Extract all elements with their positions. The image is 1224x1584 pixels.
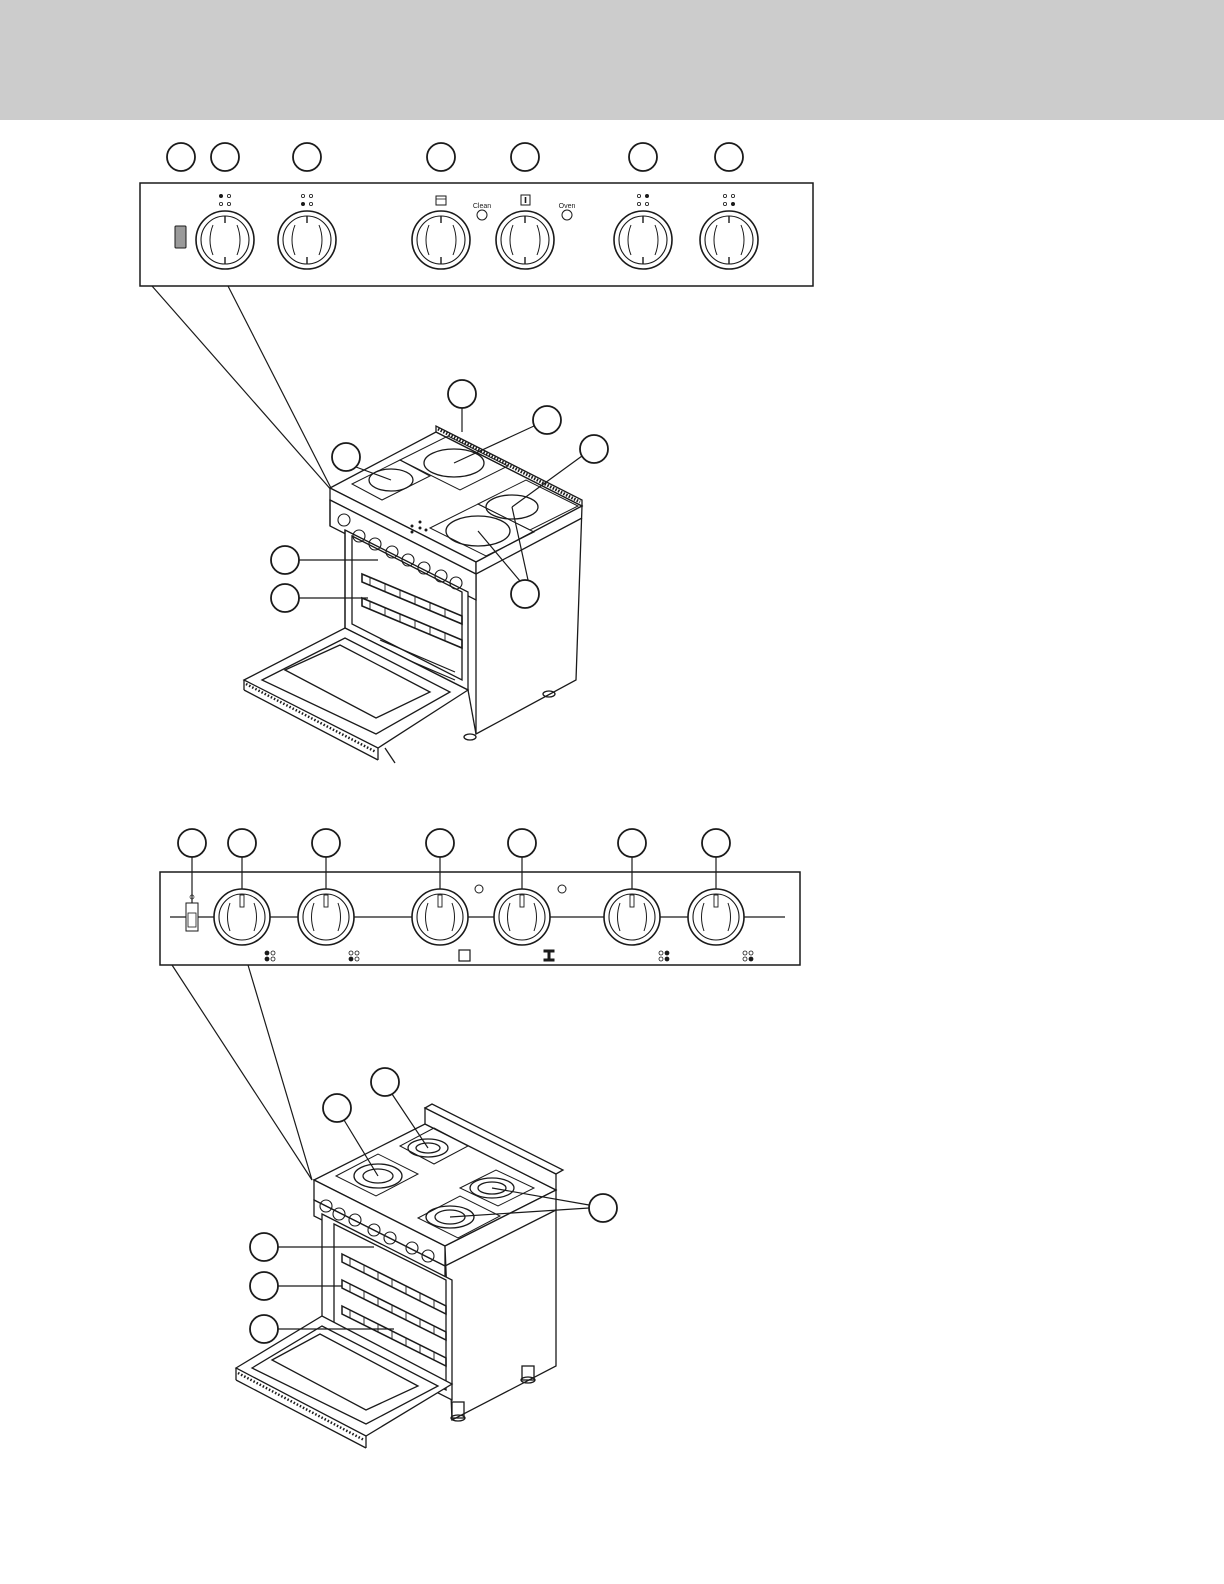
bottom-range-illustration (236, 1104, 563, 1448)
callout-circle (508, 829, 536, 857)
callout-circle (167, 143, 195, 171)
callout-circle (589, 1194, 617, 1222)
power-switch-icon (175, 226, 186, 248)
callout-circle (511, 143, 539, 171)
clean-indicator-light (477, 210, 487, 220)
callout-circle (250, 1233, 278, 1261)
callout-circle (426, 829, 454, 857)
knob-oven-temperature[interactable] (496, 211, 554, 269)
callout-circle (271, 584, 299, 612)
callout-circle (448, 380, 476, 408)
oven-label: Oven (559, 203, 576, 210)
callout-circle (629, 143, 657, 171)
callout-circle (580, 435, 608, 463)
bottom-control-panel (160, 829, 800, 1180)
knob-oven-mode[interactable] (412, 889, 468, 945)
oven-indicator-light (562, 210, 572, 220)
callout-circle (715, 143, 743, 171)
callout-circle (228, 829, 256, 857)
callout-circle (211, 143, 239, 171)
callout-circle (702, 829, 730, 857)
clean-label: Clean (473, 203, 491, 210)
callout-circle (533, 406, 561, 434)
callout-circle (427, 143, 455, 171)
oven-mode-icon (459, 950, 470, 961)
knob-oven-temperature[interactable] (494, 889, 550, 945)
element-glyph-icon (265, 951, 753, 961)
callout-circle (323, 1094, 351, 1122)
top-range-illustration (244, 426, 582, 763)
top-control-panel: Clean Oven (140, 143, 813, 492)
indicator-light (475, 885, 483, 893)
callout-circle (178, 829, 206, 857)
knob-right-front-element[interactable] (700, 211, 758, 269)
knob-left-front-element[interactable] (298, 889, 354, 945)
oven-mode-icon (436, 196, 446, 205)
indicator-light (558, 885, 566, 893)
callout-circle (293, 143, 321, 171)
callout-circle (618, 829, 646, 857)
top-panel-callouts (167, 143, 743, 171)
knob-left-rear-element[interactable] (214, 889, 270, 945)
knob-right-rear-element[interactable] (604, 889, 660, 945)
callout-circle (250, 1315, 278, 1343)
oven-temperature-icon (544, 950, 554, 961)
knob-right-front-element[interactable] (688, 889, 744, 945)
callout-circle (312, 829, 340, 857)
callout-circle (271, 546, 299, 574)
knob-right-rear-element[interactable] (614, 211, 672, 269)
callout-circle (371, 1068, 399, 1096)
knob-left-front-element[interactable] (278, 211, 336, 269)
knob-left-rear-element[interactable] (196, 211, 254, 269)
callout-circle (250, 1272, 278, 1300)
knob-oven-mode[interactable] (412, 211, 470, 269)
callout-circle (332, 443, 360, 471)
